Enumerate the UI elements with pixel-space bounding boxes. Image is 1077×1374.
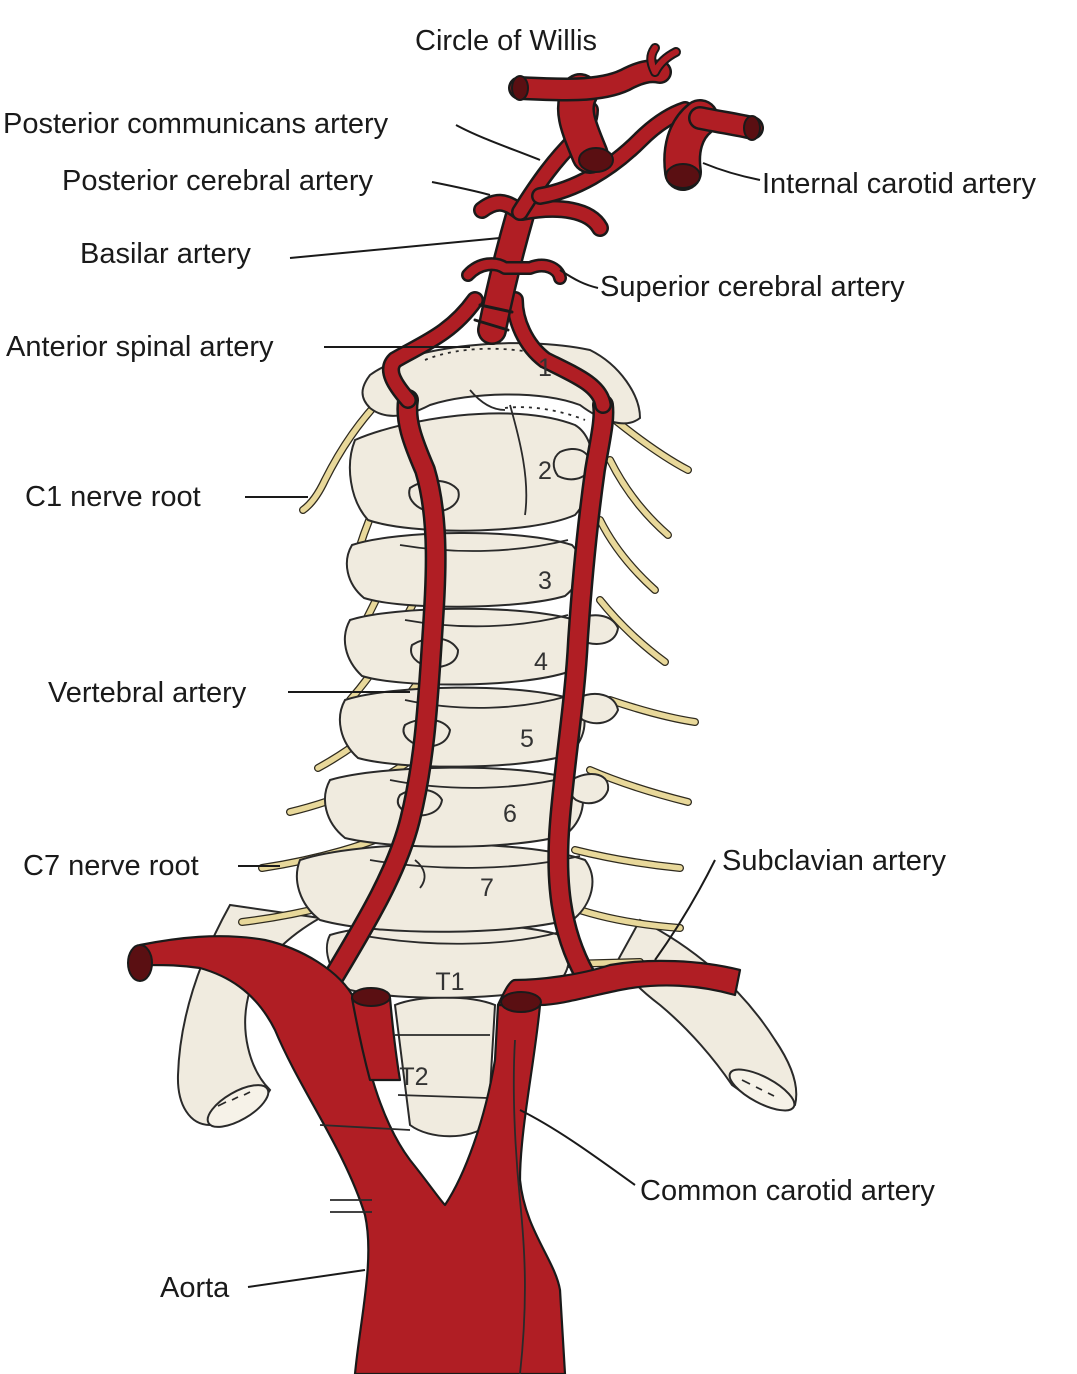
leader-lines: [238, 124, 761, 1288]
label-basilar-artery: Basilar artery: [80, 238, 251, 270]
vertebra-number-c6: 6: [503, 800, 517, 828]
vertebra-c5: [338, 686, 586, 768]
label-posterior-communicans-artery: Posterior communicans artery: [3, 108, 389, 140]
label-c1-nerve-root: C1 nerve root: [25, 481, 201, 513]
label-common-carotid-artery: Common carotid artery: [640, 1175, 935, 1207]
vertebra-number-c3: 3: [538, 567, 552, 595]
aortic-arch: [127, 935, 742, 1374]
label-aorta: Aorta: [160, 1272, 230, 1304]
labels: Circle of Willis Posterior communicans a…: [3, 25, 1037, 1304]
vertebra-c3: [345, 532, 582, 608]
vertebra-number-t2: T2: [399, 1063, 428, 1091]
label-superior-cerebral-artery: Superior cerebral artery: [600, 271, 905, 303]
arteries: [127, 43, 764, 1374]
vertebra-number-c5: 5: [520, 725, 534, 753]
label-anterior-spinal-artery: Anterior spinal artery: [6, 331, 274, 363]
label-vertebral-artery: Vertebral artery: [48, 677, 247, 709]
right-nerve-roots: [526, 416, 699, 969]
vertebra-numbers: 1 2 3 4 5 6 7 T1 T2: [399, 354, 552, 1091]
right-vertebral-artery: [547, 394, 615, 986]
vertebra-number-t1: T1: [435, 968, 464, 996]
vertebra-number-c1: 1: [538, 354, 552, 382]
label-c7-nerve-root: C7 nerve root: [23, 850, 199, 882]
vertebra-number-c4: 4: [534, 648, 548, 676]
label-circle-of-willis: Circle of Willis: [415, 25, 597, 57]
vertebra-number-c2: 2: [538, 457, 552, 485]
label-internal-carotid-artery: Internal carotid artery: [762, 168, 1037, 200]
left-vertebral-artery: [309, 389, 447, 1011]
label-posterior-cerebral-artery: Posterior cerebral artery: [62, 165, 374, 197]
vertebra-c6: [324, 766, 584, 848]
vertebra-number-c7: 7: [480, 874, 494, 902]
label-subclavian-artery: Subclavian artery: [722, 845, 947, 877]
